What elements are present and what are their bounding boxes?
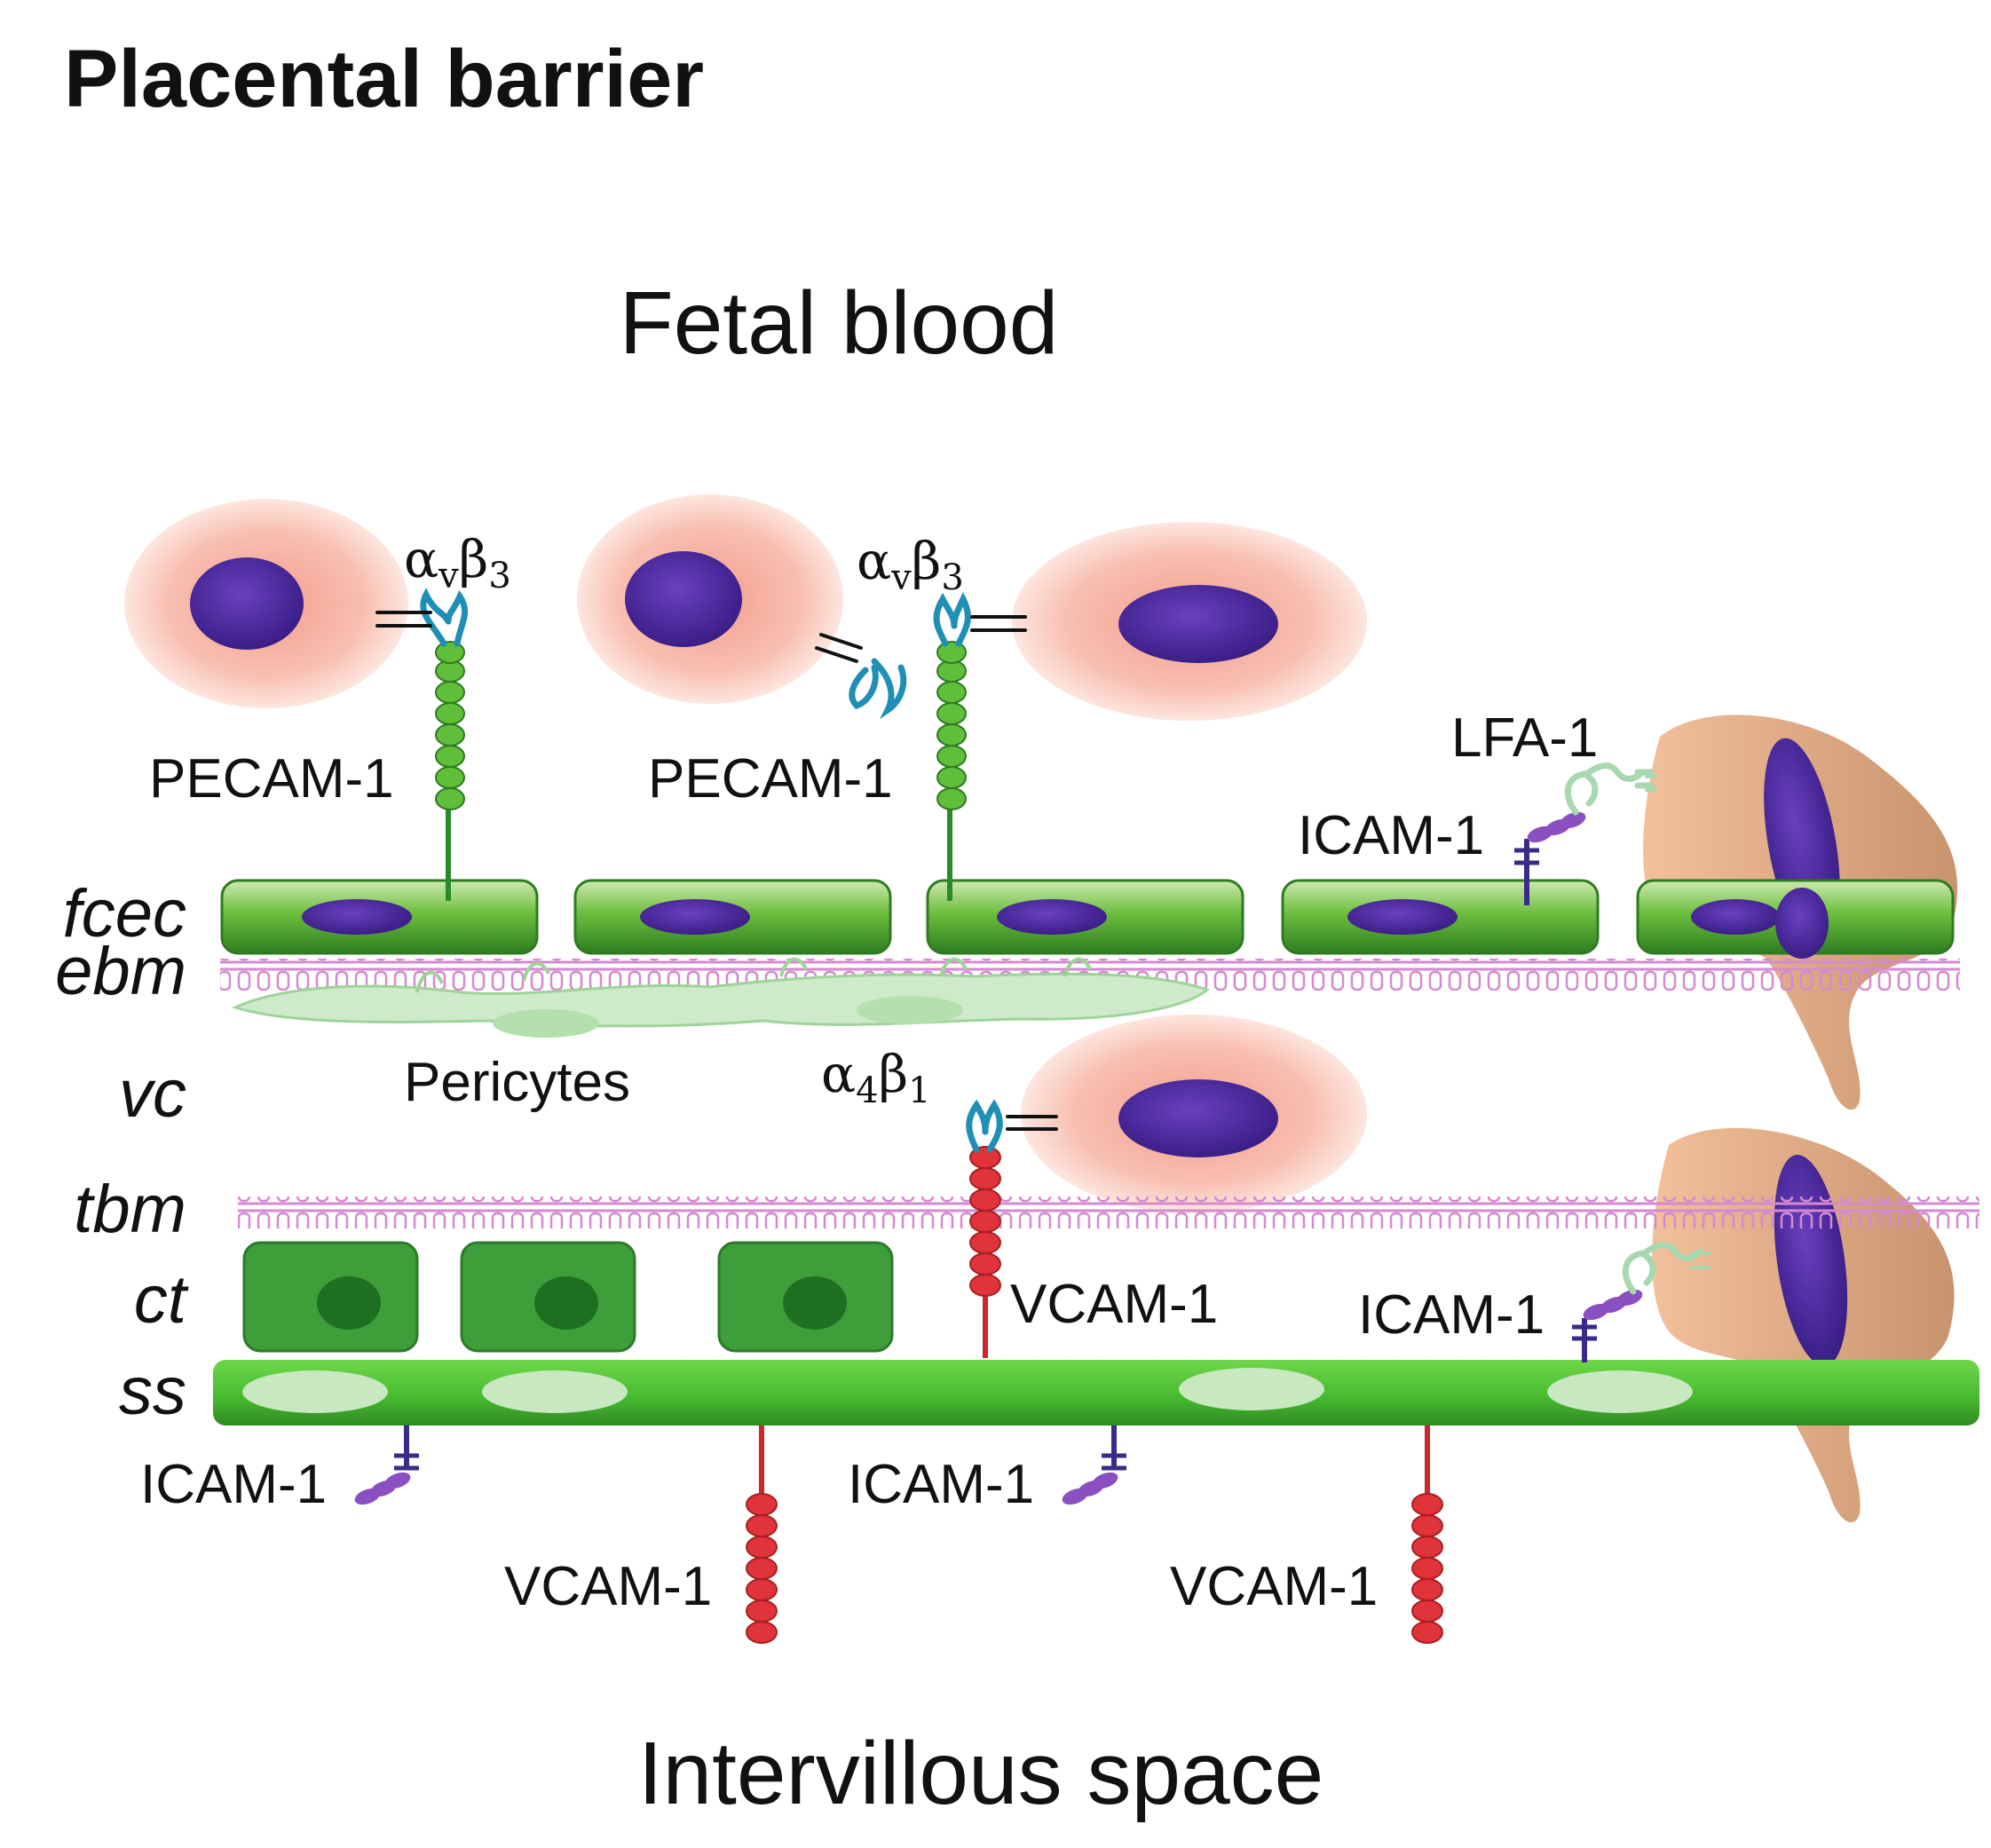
pecam-1-mid <box>936 641 967 901</box>
a4b1-integrin <box>966 1099 1058 1153</box>
lfa-1-label: LFA-1 <box>1451 707 1598 769</box>
layer-label-fcec: fcec <box>63 876 186 952</box>
intervillous-space-label: Intervillous space <box>638 1724 1324 1823</box>
layer-label-vc: vc <box>119 1056 186 1132</box>
endothelial-cell-3 <box>926 879 1244 955</box>
avb3-mid-label: αvβ3 <box>857 531 964 598</box>
macrophage-nucleus-overlap <box>1775 888 1829 959</box>
fetal-leukocyte-2 <box>577 494 843 704</box>
icam-1-ss-mid-label: ICAM-1 <box>848 1454 1034 1515</box>
endothelial-cell-1 <box>220 879 539 955</box>
pecam-1-left <box>435 641 465 901</box>
endothelial-cell-2 <box>573 879 892 955</box>
fetal-leukocyte-vc <box>1021 1015 1367 1213</box>
ct-layer <box>242 1241 894 1353</box>
pecam-1-left-label: PECAM-1 <box>149 748 394 809</box>
cytotrophoblast-2 <box>460 1241 636 1353</box>
a4b1-label: α4β1 <box>821 1044 931 1111</box>
avb3-integrin-left <box>375 588 469 647</box>
vcam-1-vc-label: VCAM-1 <box>1010 1274 1218 1335</box>
fetal-blood-label: Fetal blood <box>620 273 1059 373</box>
endothelial-cell-4 <box>1281 879 1600 955</box>
pericytes-label: Pericytes <box>404 1052 630 1113</box>
cytotrophoblast-3 <box>717 1241 894 1353</box>
icam-1-ct-label: ICAM-1 <box>1358 1284 1545 1346</box>
ss-layer <box>213 1360 1979 1425</box>
avb3-integrin-free <box>815 633 907 720</box>
pericytes <box>231 957 1211 1038</box>
icam-1-ct <box>1572 1289 1643 1362</box>
icam-1-fcec <box>1514 811 1586 905</box>
vcam-1-ss-right-label: VCAM-1 <box>1170 1556 1378 1617</box>
layer-label-ss: ss <box>119 1354 186 1429</box>
tbm-membrane <box>238 1196 1979 1228</box>
pecam-1-mid-label: PECAM-1 <box>648 748 893 809</box>
icam-1-fcec-label: ICAM-1 <box>1298 805 1484 866</box>
layer-label-tbm: tbm <box>74 1172 186 1247</box>
lfa-1-lower <box>1622 1242 1711 1295</box>
macrophage-lower <box>1652 1127 1955 1523</box>
layer-label-ct: ct <box>134 1262 189 1338</box>
avb3-left-label: αvβ3 <box>404 529 511 596</box>
fetal-leukocyte-3 <box>1012 522 1367 721</box>
vcam-1-ss-left-label: VCAM-1 <box>504 1556 712 1617</box>
icam-1-ss-mid <box>1062 1425 1126 1505</box>
lfa-1-upper <box>1564 762 1657 816</box>
avb3-integrin-mid <box>933 591 1027 647</box>
fcec-layer <box>220 879 1955 955</box>
fetal-leukocyte-1 <box>124 499 408 708</box>
vcam-1-vc <box>969 1146 1001 1358</box>
layer-label-ebm: ebm <box>55 934 186 1009</box>
vcam-1-ss-left <box>746 1425 778 1644</box>
cytotrophoblast-1 <box>242 1241 419 1353</box>
icam-1-ss-left-label: ICAM-1 <box>140 1454 327 1515</box>
icam-1-ss-left <box>354 1425 419 1505</box>
vcam-1-ss-right <box>1411 1425 1443 1644</box>
figure-title: Placental barrier <box>64 34 704 124</box>
